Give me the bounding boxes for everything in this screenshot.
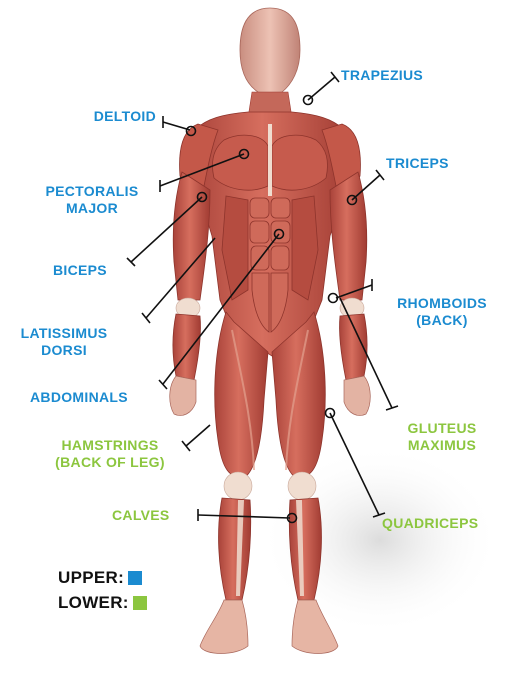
- legend-upper: UPPER:: [58, 568, 142, 588]
- label-quadriceps: QUADRICEPS: [382, 515, 478, 532]
- label-latissimus-dorsi: LATISSIMUS DORSI: [14, 325, 114, 359]
- label-hamstrings-line1: HAMSTRINGS: [36, 437, 184, 454]
- label-hamstrings-line2: (BACK OF LEG): [36, 454, 184, 471]
- legend-upper-swatch: [128, 571, 142, 585]
- label-pectoralis-line2: MAJOR: [28, 200, 156, 217]
- label-gluteus-maximus: GLUTEUS MAXIMUS: [392, 420, 492, 454]
- label-rhomboids-line1: RHOMBOIDS: [382, 295, 502, 312]
- label-deltoid: DELTOID: [68, 108, 156, 125]
- legend-lower-label: LOWER:: [58, 593, 129, 613]
- hands: [170, 376, 371, 416]
- label-rhomboids-line2: (BACK): [382, 312, 502, 329]
- label-pectoralis-major: PECTORALIS MAJOR: [28, 183, 156, 217]
- label-trapezius: TRAPEZIUS: [341, 67, 423, 84]
- feet: [200, 600, 338, 654]
- label-biceps: BICEPS: [53, 262, 107, 279]
- label-gluteus-line1: GLUTEUS: [392, 420, 492, 437]
- legend-upper-label: UPPER:: [58, 568, 124, 588]
- label-latissimus-line2: DORSI: [14, 342, 114, 359]
- label-calves: CALVES: [112, 507, 170, 524]
- legend-lower-swatch: [133, 596, 147, 610]
- label-hamstrings: HAMSTRINGS (BACK OF LEG): [36, 437, 184, 471]
- label-rhomboids: RHOMBOIDS (BACK): [382, 295, 502, 329]
- label-latissimus-line1: LATISSIMUS: [14, 325, 114, 342]
- label-pectoralis-line1: PECTORALIS: [28, 183, 156, 200]
- knees: [224, 472, 316, 500]
- label-abdominals: ABDOMINALS: [30, 389, 128, 406]
- label-gluteus-line2: MAXIMUS: [392, 437, 492, 454]
- legend-lower: LOWER:: [58, 593, 147, 613]
- label-triceps: TRICEPS: [386, 155, 449, 172]
